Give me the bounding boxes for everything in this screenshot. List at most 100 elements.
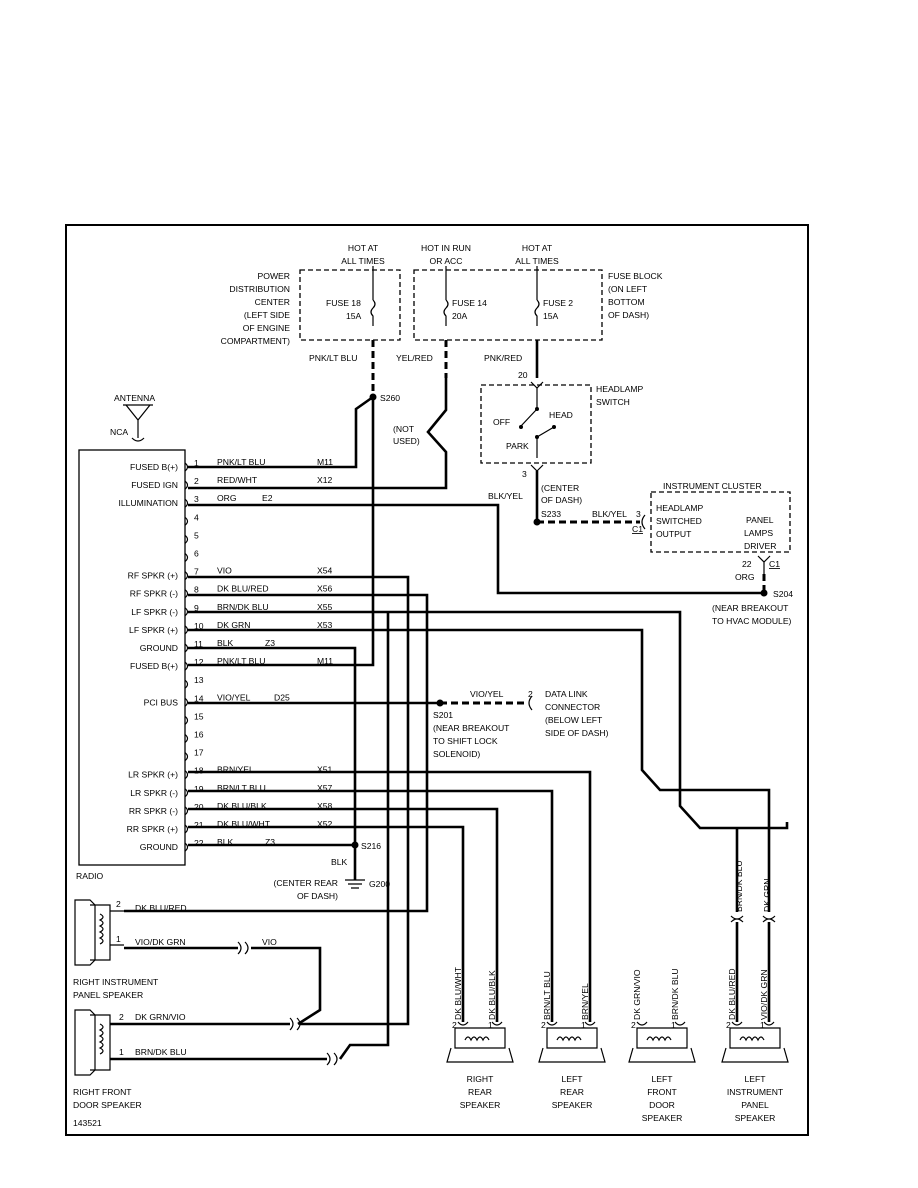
fuse2-label: FUSE 2	[543, 298, 573, 308]
speaker-body	[546, 1027, 598, 1049]
speaker-cone	[628, 1047, 696, 1063]
s233-label: S233	[541, 509, 561, 519]
speaker-coil	[739, 1036, 765, 1042]
radio-pin-terminal	[184, 788, 189, 798]
radio-pin-number: 6	[194, 549, 199, 559]
radio-pin-circuit: Z3	[265, 638, 275, 648]
rip-wire2: DK BLU/RED	[135, 903, 187, 913]
speaker-body	[454, 1027, 506, 1049]
radio-pin-terminal	[184, 534, 189, 544]
radio-box	[78, 449, 186, 866]
radio-pin-terminal	[184, 607, 189, 617]
speaker-coil	[464, 1036, 490, 1042]
radio-pin-circuit: X57	[317, 783, 333, 793]
speaker-pin1: 1	[581, 1020, 586, 1030]
radio-pin-function: RF SPKR (-)	[130, 589, 178, 599]
radio-pin-terminal	[184, 697, 189, 707]
radio-pin-circuit: X12	[317, 475, 333, 485]
radio-pin-number: 13	[194, 675, 204, 685]
rip-wire1: VIO/DK GRN	[135, 937, 186, 947]
radio-pin-terminal	[184, 842, 189, 852]
speaker-pin2: 2	[631, 1020, 636, 1030]
radio-pin-circuit: X54	[317, 566, 333, 576]
headlamp-off: OFF	[493, 417, 510, 427]
radio-pin-function: FUSED B(+)	[130, 462, 178, 472]
radio-pin-circuit: X55	[317, 602, 333, 612]
radio-pin-function: PCI BUS	[144, 697, 179, 707]
antenna: ANTENNA NCA	[110, 393, 155, 442]
blk-yel2-label: BLK/YEL	[592, 509, 627, 519]
radio-pin-wire-color: DK GRN	[217, 620, 250, 630]
radio-pin-number: 7	[194, 567, 199, 577]
speaker-wire2: DK BLU/WHT	[453, 966, 463, 1020]
radio-pin-function: RR SPKR (-)	[129, 806, 178, 816]
radio-pin-terminal	[184, 752, 189, 762]
radio-pin-wire-color: VIO	[217, 566, 232, 576]
radio-pin-number: 2	[194, 476, 199, 486]
radio-pin-17: 17	[184, 748, 204, 762]
radio-pin-terminal	[184, 679, 189, 689]
radio-pin-circuit: X53	[317, 620, 333, 630]
speaker-pin1: 1	[488, 1020, 493, 1030]
nca-label: NCA	[110, 427, 128, 437]
speaker-pin1: 1	[760, 1020, 765, 1030]
headlamp-switch-box	[480, 384, 592, 464]
radio-pin-number: 21	[194, 820, 204, 830]
radio-pin-circuit: X52	[317, 819, 333, 829]
radio-pin-function: RR SPKR (+)	[127, 824, 178, 834]
radio-pin-wire-color: BRN/LT BLU	[217, 783, 266, 793]
radio-pin-wire-color: DK BLU/RED	[217, 584, 269, 594]
speaker-cone	[446, 1047, 514, 1063]
speaker-cone	[538, 1047, 606, 1063]
radio-pin-number: 3	[194, 494, 199, 504]
c1-cluster: C1	[769, 559, 780, 569]
rip-pin2: 2	[116, 899, 121, 909]
speaker-pin2: 2	[541, 1020, 546, 1030]
headlamp-head: HEAD	[549, 410, 573, 420]
headlamp-park: PARK	[506, 441, 529, 451]
radio-pin-wire-color: DK BLU/WHT	[217, 819, 271, 829]
dlc-pin: 2	[528, 689, 533, 699]
speaker-terminals	[731, 1021, 775, 1026]
speaker-body	[636, 1027, 688, 1049]
g200-label: G200	[369, 879, 390, 889]
pdc-box	[299, 269, 401, 341]
radio-pin-circuit: E2	[262, 493, 273, 503]
radio-pin-number: 11	[194, 639, 203, 649]
radio-pin-terminal	[184, 553, 189, 562]
fuse2-amp: 15A	[543, 311, 559, 321]
radio-pin-function: FUSED IGN	[131, 480, 178, 490]
s204-label: S204	[773, 589, 793, 599]
radio-pin-circuit: X58	[317, 801, 333, 811]
org-label: ORG	[735, 572, 755, 582]
lip-upper-wire-b: DK GRN	[762, 879, 772, 912]
radio-pin-wire-color: BLK	[217, 837, 234, 847]
rfd-pin2: 2	[119, 1012, 124, 1022]
